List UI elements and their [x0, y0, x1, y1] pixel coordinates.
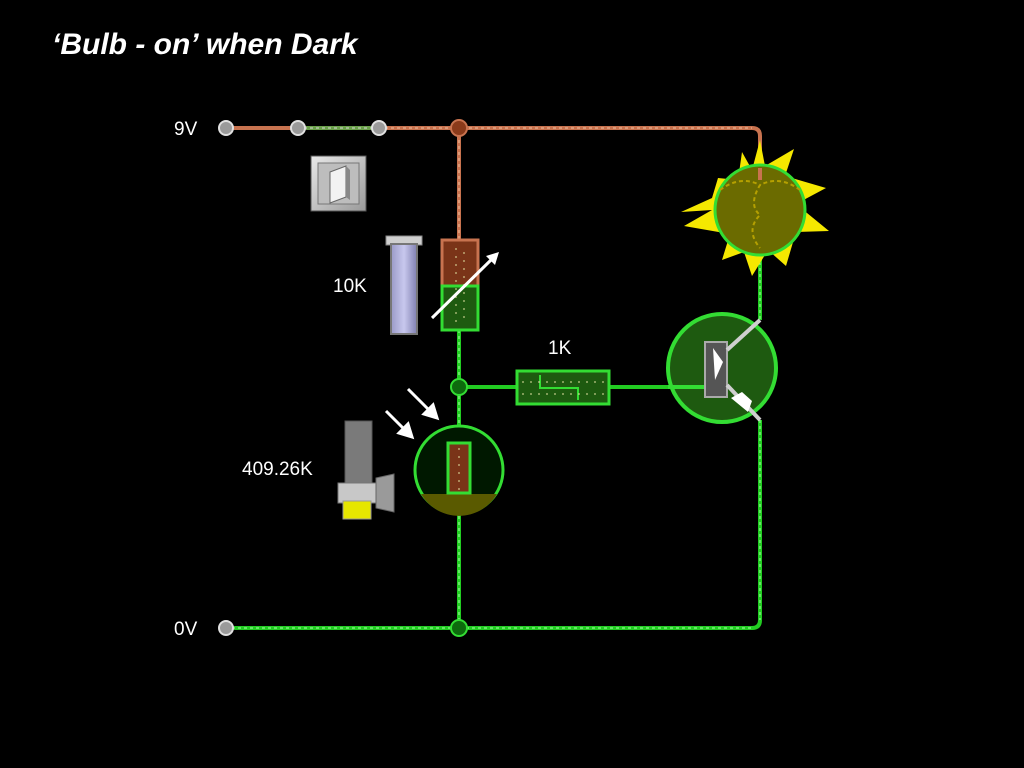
light-dependent-resistor-icon[interactable]: [413, 424, 505, 516]
wire-green-network: [226, 250, 762, 630]
supply-voltage-label: 9V: [174, 119, 198, 140]
switch-terminal-b: [371, 120, 387, 136]
switch-terminal-a: [290, 120, 306, 136]
light-arrows-icon: [384, 387, 440, 440]
ground-voltage-label: 0V: [174, 619, 198, 640]
wire-supply-rail: [226, 126, 762, 240]
ground-junction-node: [450, 619, 468, 637]
variable-resistor-10k[interactable]: [430, 238, 499, 332]
npn-transistor-icon[interactable]: [666, 312, 778, 424]
base-resistor-1k[interactable]: [515, 369, 611, 406]
glowing-bulb-icon[interactable]: [681, 140, 829, 276]
divider-junction-node: [450, 378, 468, 396]
supply-junction-node: [450, 119, 468, 137]
variable-resistor-value-label: 10K: [333, 276, 367, 297]
page-title: ‘Bulb - on’ when Dark: [52, 28, 358, 61]
wire-green-highlight: [226, 250, 761, 629]
toggle-switch-icon[interactable]: [310, 155, 367, 212]
ground-terminal[interactable]: [218, 620, 234, 636]
slider-control-icon[interactable]: [385, 235, 423, 335]
supply-terminal[interactable]: [218, 120, 234, 136]
light-source-icon[interactable]: [337, 420, 395, 520]
ldr-resistance-label: 409.26K: [242, 459, 313, 480]
base-resistor-value-label: 1K: [548, 338, 572, 359]
